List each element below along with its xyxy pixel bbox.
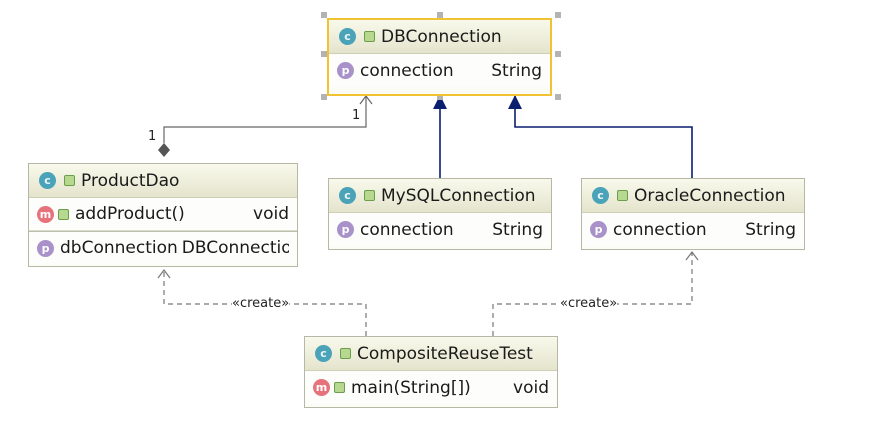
field-row[interactable]: p connection String <box>329 54 550 87</box>
field-icon: p <box>37 239 54 257</box>
class-name: ProductDao <box>81 170 180 191</box>
public-visibility-icon <box>58 208 69 220</box>
method-name: main(String[]) <box>351 377 471 398</box>
class-header: c DBConnection <box>329 20 550 54</box>
field-name: connection <box>360 60 454 81</box>
field-name: connection <box>360 219 454 240</box>
class-header: c MySQLConnection <box>329 179 551 213</box>
method-icon: m <box>313 379 330 396</box>
field-row[interactable]: p connection String <box>329 213 551 246</box>
class-icon: c <box>592 187 609 204</box>
create-label-left: «create» <box>232 296 290 311</box>
field-name: dbConnection <box>60 238 178 258</box>
field-icon: p <box>337 62 354 79</box>
method-return-type: void <box>513 377 549 398</box>
dependency-arrow-right <box>685 251 699 261</box>
method-row[interactable]: m addProduct() void <box>29 198 297 231</box>
method-return-type: void <box>253 204 289 224</box>
field-icon: p <box>590 221 607 238</box>
method-icon: m <box>37 205 54 223</box>
class-icon: c <box>339 187 356 204</box>
create-label-right: «create» <box>560 296 618 311</box>
selection-handle[interactable] <box>555 12 561 18</box>
field-name: connection <box>613 219 707 240</box>
class-mysqlconnection[interactable]: c MySQLConnection p connection String <box>328 178 552 250</box>
selection-handle[interactable] <box>321 51 327 57</box>
method-row[interactable]: m main(String[]) void <box>305 371 557 404</box>
public-visibility-icon <box>364 31 375 42</box>
selection-handle[interactable] <box>555 94 561 100</box>
class-icon: c <box>315 345 332 362</box>
inheritance-arrowhead-mysql <box>433 95 447 109</box>
public-visibility-icon <box>334 382 345 393</box>
class-icon: c <box>339 28 356 45</box>
field-row[interactable]: p dbConnection DBConnection <box>29 231 297 264</box>
field-type: String <box>492 219 543 240</box>
multiplicity-label-db: 1 <box>352 108 361 123</box>
class-compositereusetest[interactable]: c CompositeReuseTest m main(String[]) vo… <box>304 336 558 408</box>
selection-handle[interactable] <box>321 12 327 18</box>
public-visibility-icon <box>340 348 351 359</box>
selection-handle[interactable] <box>437 94 443 100</box>
class-oracleconnection[interactable]: c OracleConnection p connection String <box>581 178 805 250</box>
selection-handle[interactable] <box>437 12 443 18</box>
inheritance-oracle <box>514 96 693 178</box>
association-arrow <box>359 95 373 105</box>
class-header: c CompositeReuseTest <box>305 337 557 371</box>
class-name: MySQLConnection <box>381 185 536 206</box>
dependency-right <box>492 252 693 336</box>
class-dbconnection[interactable]: c DBConnection p connection String <box>327 18 552 96</box>
composition-line <box>163 96 367 143</box>
inheritance-arrowhead-oracle <box>508 95 522 109</box>
field-icon: p <box>337 221 354 238</box>
class-name: OracleConnection <box>634 185 786 206</box>
dependency-arrow-left <box>157 269 171 279</box>
class-header: c ProductDao <box>29 164 297 198</box>
public-visibility-icon <box>64 175 75 186</box>
public-visibility-icon <box>364 190 375 201</box>
method-name: addProduct() <box>75 204 185 224</box>
class-header: c OracleConnection <box>582 179 804 213</box>
selection-handle[interactable] <box>321 94 327 100</box>
public-visibility-icon <box>617 190 628 201</box>
class-icon: c <box>39 172 56 189</box>
composition-diamond <box>158 143 170 157</box>
class-name: CompositeReuseTest <box>357 343 533 364</box>
class-productdao[interactable]: c ProductDao m addProduct() void p dbCon… <box>28 163 298 267</box>
class-name: DBConnection <box>381 26 502 47</box>
field-type: String <box>745 219 796 240</box>
field-type: String <box>491 60 542 81</box>
field-type: DBConnection <box>181 238 289 258</box>
multiplicity-label-dao: 1 <box>148 129 157 144</box>
selection-handle[interactable] <box>555 51 561 57</box>
field-row[interactable]: p connection String <box>582 213 804 246</box>
